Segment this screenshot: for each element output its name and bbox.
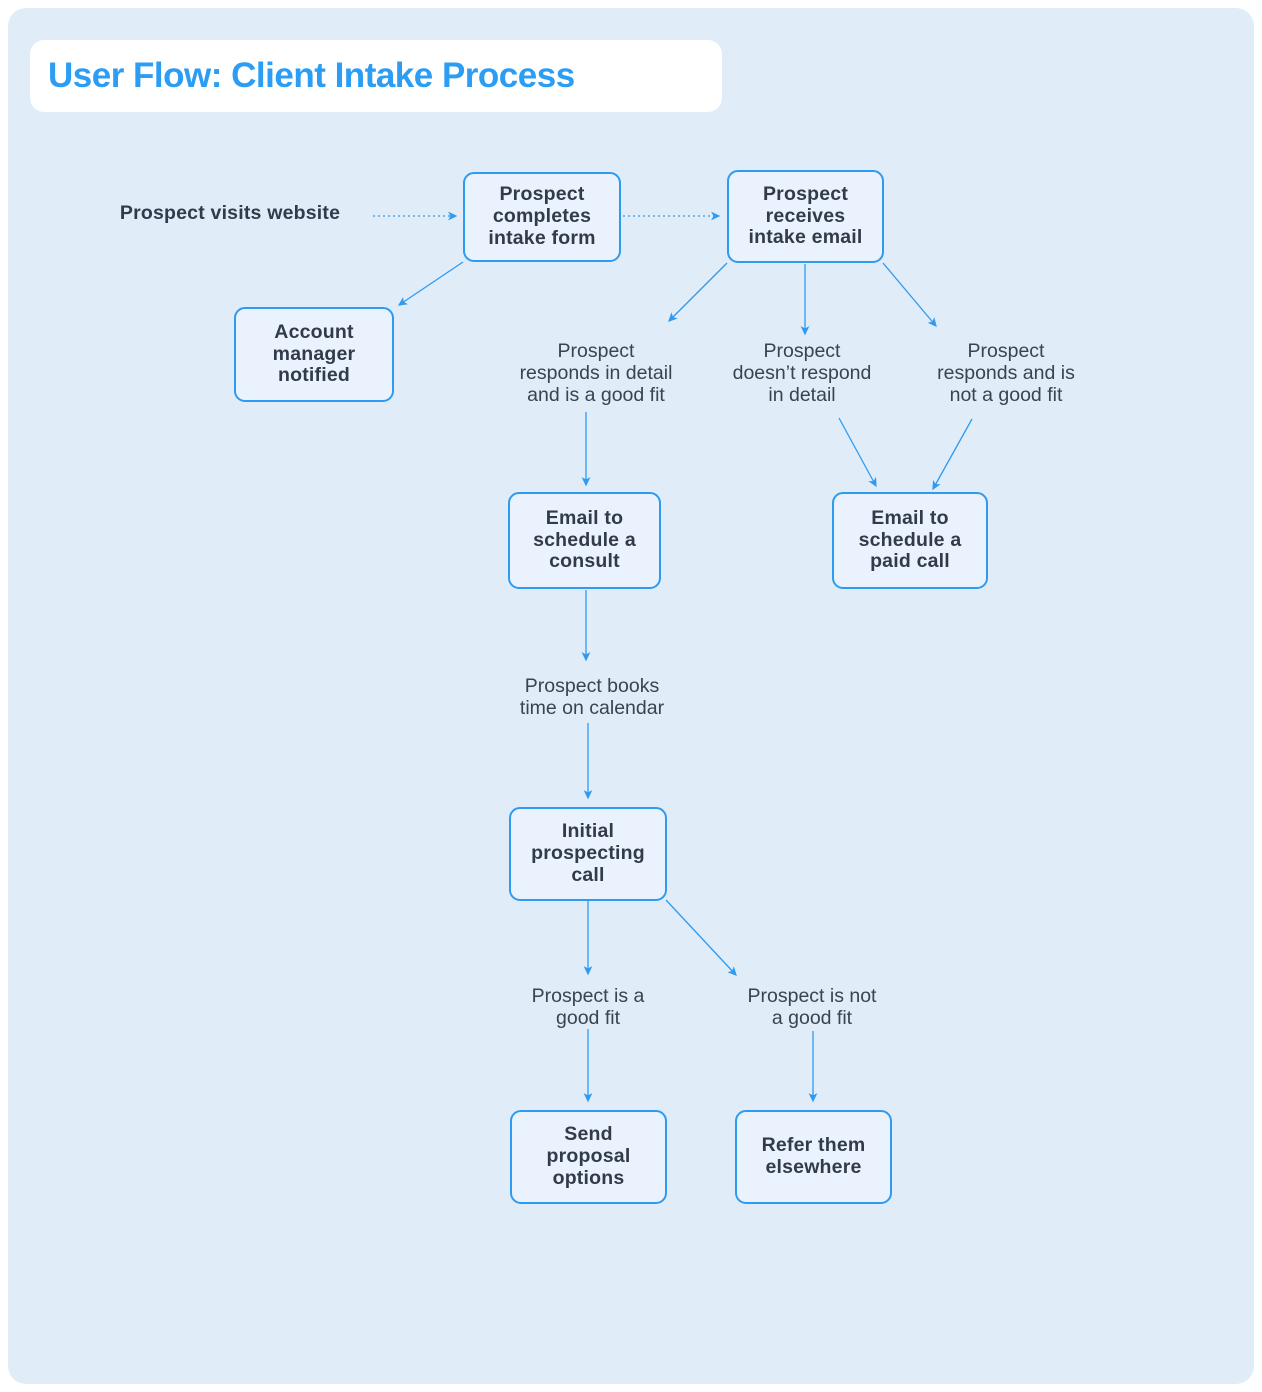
node-email-schedule-consult-label: Email to schedule a consult bbox=[533, 506, 636, 573]
label-doesnt-respond: Prospect doesn’t respond in detail bbox=[732, 340, 872, 406]
node-email-schedule-paid-call: Email to schedule a paid call bbox=[832, 492, 988, 589]
node-refer-elsewhere: Refer them elsewhere bbox=[735, 1110, 892, 1204]
node-initial-prospecting-call: Initial prospecting call bbox=[509, 807, 667, 901]
node-send-proposal-options-label: Send proposal options bbox=[546, 1123, 631, 1189]
node-send-proposal-options: Send proposal options bbox=[510, 1110, 667, 1204]
label-responds-not-fit: Prospect responds and is not a good fit bbox=[937, 340, 1075, 406]
node-completes-intake-form: Prospect completes intake form bbox=[463, 172, 621, 262]
node-account-manager-notified: Account manager notified bbox=[234, 307, 394, 402]
label-not-good-fit: Prospect is not a good fit bbox=[747, 985, 877, 1029]
node-receives-intake-email: Prospect receives intake email bbox=[727, 170, 884, 263]
page-title: User Flow: Client Intake Process bbox=[48, 56, 575, 95]
label-prospect-visits-website: Prospect visits website bbox=[119, 202, 341, 224]
title-card: User Flow: Client Intake Process bbox=[30, 40, 722, 112]
node-refer-elsewhere-label: Refer them elsewhere bbox=[761, 1134, 866, 1178]
node-completes-intake-form-label: Prospect completes intake form bbox=[488, 183, 596, 249]
label-responds-in-detail: Prospect responds in detail and is a goo… bbox=[519, 340, 673, 406]
node-email-schedule-consult: Email to schedule a consult bbox=[508, 492, 661, 589]
node-email-schedule-paid-call-label: Email to schedule a paid call bbox=[858, 506, 962, 573]
label-good-fit: Prospect is a good fit bbox=[531, 985, 645, 1029]
node-receives-intake-email-label: Prospect receives intake email bbox=[748, 182, 863, 249]
node-initial-prospecting-call-label: Initial prospecting call bbox=[531, 820, 645, 886]
label-books-time-on-calendar: Prospect books time on calendar bbox=[519, 675, 665, 719]
node-account-manager-notified-label: Account manager notified bbox=[272, 320, 356, 387]
